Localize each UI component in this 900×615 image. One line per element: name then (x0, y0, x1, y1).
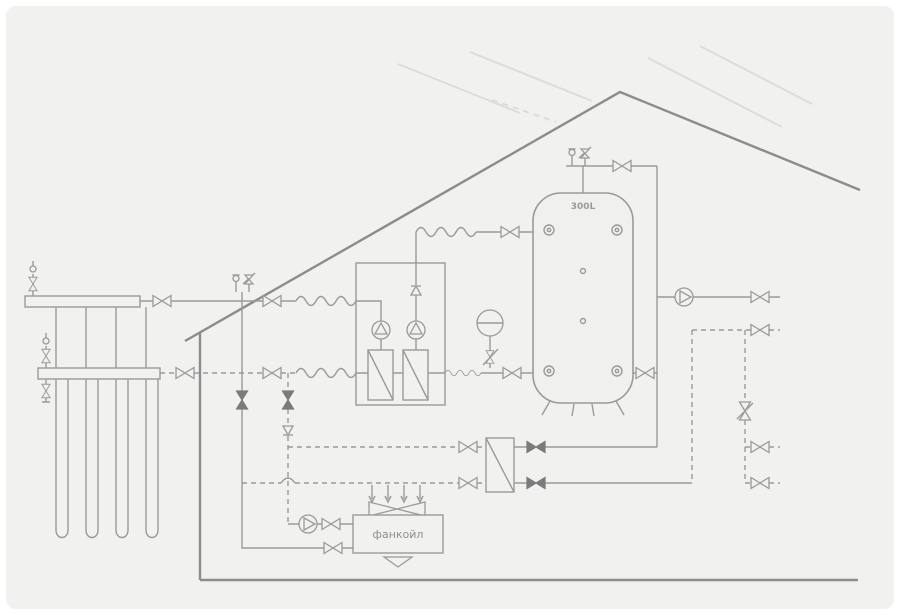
heat-exchanger-icon (402, 349, 429, 401)
separator-feed-pipes (242, 440, 486, 490)
fancoil-label: фанкойл (373, 528, 424, 541)
manifold-vent-valve-bottom (41, 333, 51, 368)
fan-airflow-arrows (368, 485, 424, 504)
valve-handle (736, 402, 754, 420)
buffer-tank: 300L (532, 166, 634, 417)
fancoil-return-riser (281, 373, 353, 534)
pipe-crossing-hop (280, 477, 296, 484)
supply-manifold (24, 295, 141, 308)
brine-supply-pipe (140, 272, 357, 308)
return-manifold (37, 367, 161, 380)
heat-pump-to-tank-bottom-pipe (444, 366, 533, 380)
canvas-background (6, 6, 894, 609)
fancoil-pump-icon (298, 514, 318, 534)
roof-decor-lines (397, 45, 813, 128)
fancoil-supply-riser (235, 301, 353, 555)
separator-heat-exchanger (485, 437, 692, 493)
pump-icon (406, 320, 426, 340)
vent-icon (29, 265, 37, 273)
fan-icon (368, 501, 426, 517)
expansion-vessel (476, 309, 504, 368)
fancoil-box (352, 514, 444, 554)
tank-volume-label: 300L (571, 202, 596, 212)
right-riser (633, 166, 780, 447)
heat-exchanger-icon (367, 349, 394, 401)
tank-top-pipe (566, 146, 657, 173)
house-outline (184, 90, 861, 582)
tank-port-icon (543, 224, 623, 377)
pump-icon (371, 320, 391, 340)
vent-icon (42, 337, 50, 345)
circulation-pump-icon (674, 287, 694, 307)
valve-handle (482, 348, 499, 366)
brine-return-pipe (160, 366, 357, 380)
tank-legs (541, 400, 625, 417)
manifold-drain-valve (41, 379, 51, 403)
borehole-u-tubes (55, 307, 159, 539)
air-outlet-icon (381, 556, 415, 568)
manifold-vent-valve-top (28, 261, 38, 296)
fancoil-unit: фанкойл (352, 485, 444, 568)
heat-pump-unit (355, 232, 446, 406)
heat-pump-to-tank-top-pipe (415, 225, 533, 239)
right-distribution-circuit (691, 323, 780, 490)
